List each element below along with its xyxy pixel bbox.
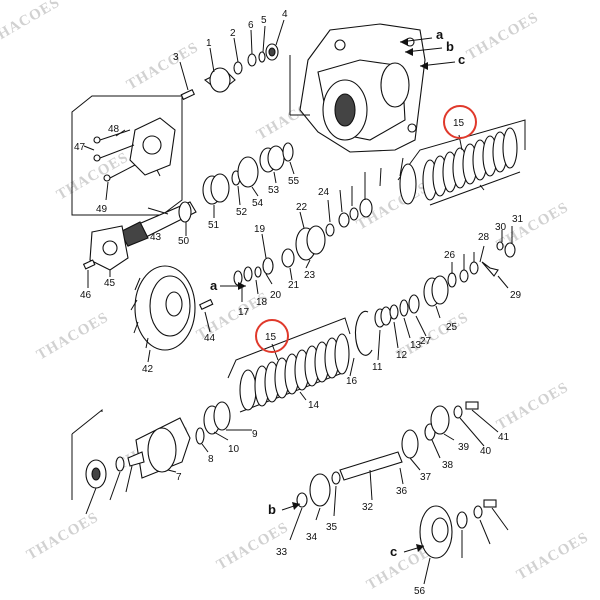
part-label: 16	[346, 376, 358, 387]
arrow-label-b: b	[446, 39, 454, 54]
arrow-label-c: c	[458, 52, 465, 67]
part-label: 9	[252, 429, 258, 440]
part-label: 13	[410, 340, 422, 351]
callout-label: 15	[453, 118, 465, 129]
cover-plate	[82, 225, 129, 288]
part-label: 49	[96, 204, 108, 215]
part-label: 8	[208, 454, 214, 465]
part-label: 24	[318, 187, 330, 198]
part-label: 12	[396, 350, 408, 361]
shaft-row-upper	[119, 142, 295, 247]
part-label: 41	[498, 432, 510, 443]
part-label: 21	[288, 280, 300, 291]
right-parts	[423, 226, 516, 319]
part-label: 30	[495, 222, 507, 233]
part-label: 19	[254, 224, 266, 235]
shaft-row-middle	[349, 294, 427, 377]
part-label: 26	[444, 250, 456, 261]
top-assembly	[179, 19, 310, 116]
arrow-group-top: a b c	[399, 27, 465, 70]
highlight-circle	[255, 319, 289, 353]
part-label: 47	[74, 142, 86, 153]
part-label: 18	[256, 297, 268, 308]
part-label: 14	[308, 400, 320, 411]
part-label: 17	[238, 307, 250, 318]
arrow-group-lower: a b c	[210, 278, 425, 559]
part-label: 10	[228, 444, 240, 455]
watermark: THACOES	[0, 0, 63, 48]
part-label: 56	[414, 586, 426, 597]
watermark: THACOES	[34, 309, 112, 363]
part-label: 48	[108, 124, 120, 135]
part-label: 2	[230, 28, 236, 39]
callout-label: 15	[265, 332, 277, 343]
arrow-label-a: a	[436, 27, 444, 42]
part-label: 51	[208, 220, 220, 231]
part-label: 43	[150, 232, 162, 243]
lower-left-assembly	[71, 401, 252, 515]
watermark: THACOES	[124, 39, 202, 93]
part-label: 28	[478, 232, 490, 243]
part-label: 5	[261, 15, 267, 26]
watermark: THACOES	[464, 9, 542, 63]
part-label: 6	[248, 20, 254, 31]
part-label: 20	[270, 290, 282, 301]
arrow-label-b: b	[268, 502, 276, 517]
part-label: 44	[204, 333, 216, 344]
part-label: 45	[104, 278, 116, 289]
part-label: 11	[372, 362, 383, 373]
part-label: 35	[326, 522, 338, 533]
watermark: THACOES	[494, 379, 572, 433]
part-label: 33	[276, 547, 288, 558]
part-label: 52	[236, 207, 248, 218]
lower-right-assembly	[289, 401, 499, 541]
part-label: 50	[178, 236, 190, 247]
part-label: 36	[396, 486, 408, 497]
part-label: 1	[206, 38, 212, 49]
part-label: 22	[296, 202, 308, 213]
part-label: 4	[282, 9, 288, 20]
part-label: 55	[288, 176, 300, 187]
shaft-row-center	[233, 172, 373, 302]
clutch-pack-lower	[227, 317, 351, 413]
part-labels: 1 2 3 4 5 6 7 8 9 10 11 12 13 14 16 17 1…	[74, 9, 524, 597]
ring-gear	[130, 265, 242, 363]
part-label: 3	[173, 52, 179, 63]
housing	[299, 23, 426, 153]
part-label: 29	[510, 290, 522, 301]
part-label: 27	[420, 336, 432, 347]
part-label: 42	[142, 364, 154, 375]
clutch-pack-upper	[379, 119, 526, 206]
watermark: THACOES	[54, 149, 132, 203]
bottom-gear-assembly	[419, 499, 509, 585]
watermark: THACOES	[24, 509, 102, 563]
part-label: 40	[480, 446, 492, 457]
watermark: THACOES	[514, 529, 592, 583]
arrow-label-a: a	[210, 278, 218, 293]
part-label: 32	[362, 502, 374, 513]
part-label: 7	[176, 472, 182, 483]
part-label: 31	[512, 214, 524, 225]
part-label: 23	[304, 270, 316, 281]
arrow-label-c: c	[390, 544, 397, 559]
highlight-circle	[443, 105, 477, 139]
part-label: 53	[268, 185, 280, 196]
part-label: 54	[252, 198, 264, 209]
pump-box	[71, 95, 183, 216]
part-label: 38	[442, 460, 454, 471]
part-label: 37	[420, 472, 432, 483]
part-label: 39	[458, 442, 470, 453]
part-label: 46	[80, 290, 92, 301]
part-label: 34	[306, 532, 318, 543]
part-label: 25	[446, 322, 458, 333]
